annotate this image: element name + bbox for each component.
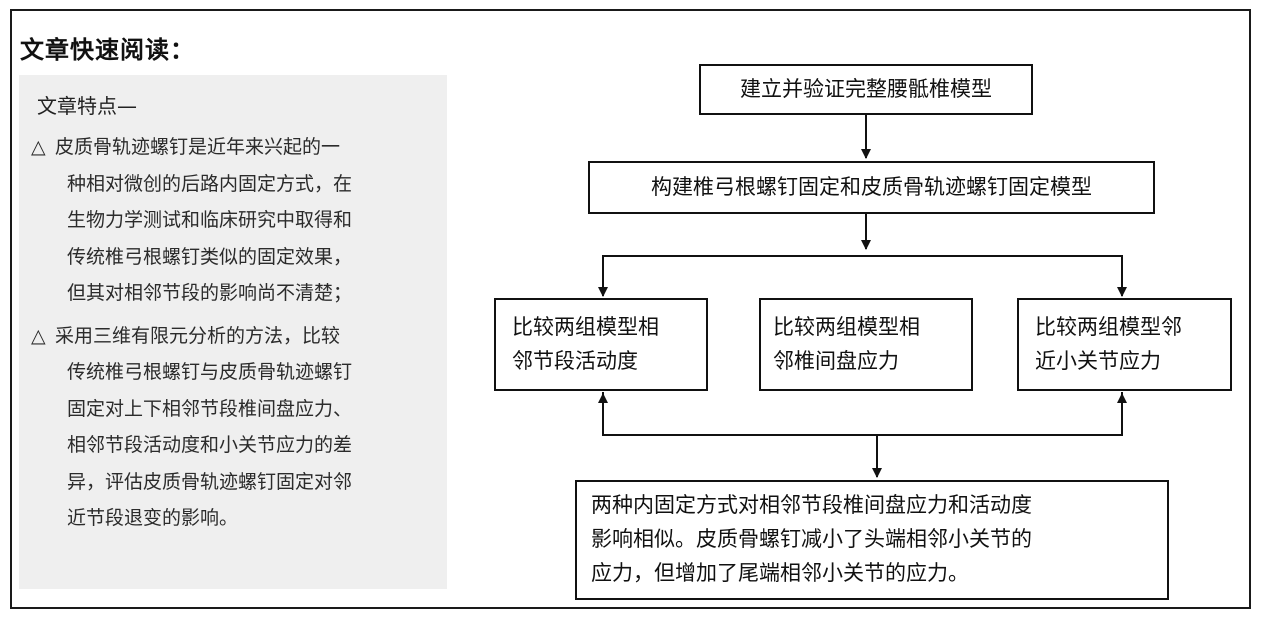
branch-label-line: 邻椎间盘应力 <box>773 349 899 373</box>
bullet-line: 近节段退变的影响。 <box>67 507 239 529</box>
branch-label-line: 近小关节应力 <box>1035 349 1161 373</box>
bullet-line: 异，评估皮质骨轨迹螺钉固定对邻 <box>67 470 353 493</box>
conclusion-line: 应力，但增加了尾端相邻小关节的应力。 <box>591 561 969 585</box>
bullet-line: 固定对上下相邻节段椎间盘应力、 <box>67 397 353 420</box>
features-heading: 文章特点— <box>37 94 137 118</box>
page-title: 文章快速阅读： <box>20 36 195 64</box>
features-panel: 文章特点— △ 皮质骨轨迹螺钉是近年来兴起的一 种相对微创的后路内固定方式，在 … <box>19 75 447 589</box>
conclusion-box: 两种内固定方式对相邻节段椎间盘应力和活动度 影响相似。皮质骨螺钉减小了头端相邻小… <box>575 480 1169 600</box>
bullet-line: 相邻节段活动度和小关节应力的差 <box>67 434 353 456</box>
branch-compare-disc-stress: 比较两组模型相 邻椎间盘应力 <box>759 298 973 391</box>
step-label: 构建椎弓根螺钉固定和皮质骨轨迹螺钉固定模型 <box>651 175 1092 199</box>
feature-bullet: △ 采用三维有限元分析的方法，比较 传统椎弓根螺钉与皮质骨轨迹螺钉 固定对上下相… <box>31 318 435 537</box>
branch-label-line: 比较两组模型相 <box>512 315 659 339</box>
branch-merge-line <box>602 392 1123 436</box>
bullet-line: 传统椎弓根螺钉与皮质骨轨迹螺钉 <box>67 361 353 383</box>
step-build-model: 建立并验证完整腰骶椎模型 <box>699 64 1033 115</box>
branch-compare-mobility: 比较两组模型相 邻节段活动度 <box>494 298 708 391</box>
bullet-line: 生物力学测试和临床研究中取得和 <box>67 209 353 231</box>
step-label: 建立并验证完整腰骶椎模型 <box>740 77 992 101</box>
conclusion-line: 两种内固定方式对相邻节段椎间盘应力和活动度 <box>591 493 1032 517</box>
bullet-line: 传统椎弓根螺钉类似的固定效果， <box>67 245 353 268</box>
feature-bullet: △ 皮质骨轨迹螺钉是近年来兴起的一 种相对微创的后路内固定方式，在 生物力学测试… <box>31 129 435 312</box>
step-construct-fixation-models: 构建椎弓根螺钉固定和皮质骨轨迹螺钉固定模型 <box>588 161 1155 214</box>
bullet-line: 采用三维有限元分析的方法，比较 <box>55 324 341 347</box>
branch-label-line: 比较两组模型邻 <box>1035 315 1182 339</box>
branch-compare-facet-stress: 比较两组模型邻 近小关节应力 <box>1017 298 1232 391</box>
triangle-bullet-icon: △ <box>31 324 46 347</box>
bullet-line: 种相对微创的后路内固定方式，在 <box>67 172 353 195</box>
bullet-line: 但其对相邻节段的影响尚不清楚； <box>67 282 353 304</box>
branch-label-line: 比较两组模型相 <box>773 315 920 339</box>
bullet-line: 皮质骨轨迹螺钉是近年来兴起的一 <box>55 136 341 158</box>
branch-label-line: 邻节段活动度 <box>512 349 638 373</box>
conclusion-line: 影响相似。皮质骨螺钉减小了头端相邻小关节的 <box>591 527 1032 551</box>
triangle-bullet-icon: △ <box>31 136 46 158</box>
branch-split-line <box>602 255 1123 294</box>
